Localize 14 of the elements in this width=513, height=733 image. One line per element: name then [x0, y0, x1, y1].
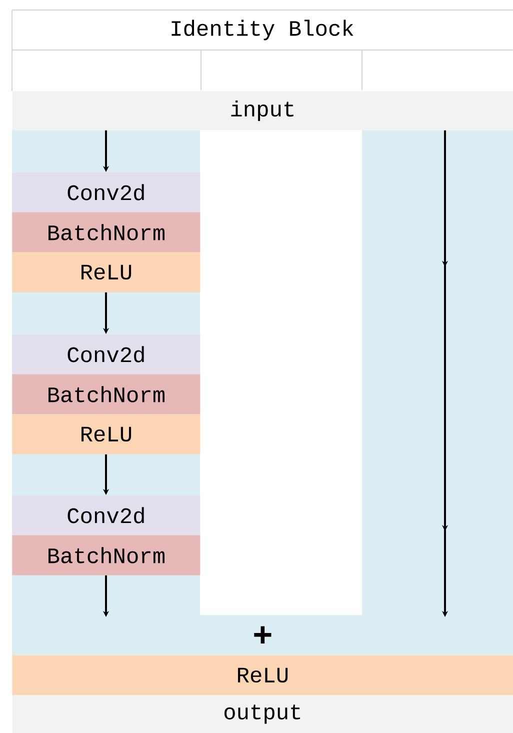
input-band: input: [12, 91, 513, 130]
layer-box: ReLU: [12, 252, 200, 292]
layer-box: Conv2d: [12, 495, 200, 536]
layer-box: ReLU: [12, 414, 200, 454]
layer-box: Conv2d: [12, 334, 200, 374]
node-label: +: [254, 626, 272, 644]
layer-box: Conv2d: [12, 172, 200, 212]
output-band: output: [12, 695, 513, 733]
activation-band: ReLU: [12, 655, 513, 696]
title: Identity Block: [172, 20, 354, 40]
layer-box: BatchNorm: [12, 535, 200, 576]
plus-sign: +: [12, 617, 513, 656]
layer-box: BatchNorm: [12, 212, 200, 252]
layer-box: BatchNorm: [12, 374, 200, 414]
